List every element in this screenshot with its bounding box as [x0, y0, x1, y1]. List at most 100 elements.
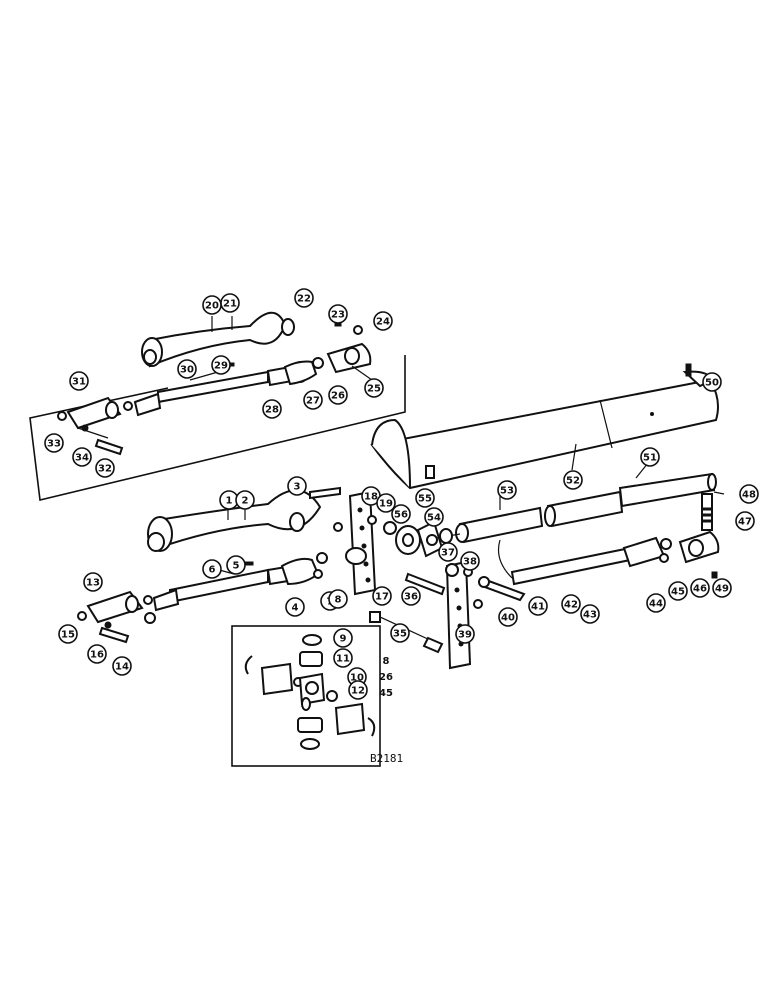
callout-label-12: 12: [351, 686, 365, 697]
callout-label-17: 17: [375, 592, 389, 603]
callout-label-3: 3: [294, 482, 301, 493]
screw-50: [685, 363, 692, 377]
callout-48: 48: [739, 484, 759, 504]
inset-note-26: 26: [379, 672, 393, 683]
callout-label-29: 29: [214, 361, 228, 372]
callout-38: 38: [460, 551, 480, 571]
yoke-44: [622, 536, 672, 568]
tube-51: [544, 472, 717, 528]
callout-44: 44: [646, 593, 666, 613]
callout-label-18: 18: [364, 492, 378, 503]
callout-label-34: 34: [75, 453, 89, 464]
callout-53: 53: [497, 480, 517, 500]
callout-54: 54: [424, 507, 444, 527]
callout-3: 3: [287, 476, 307, 496]
callout-label-26: 26: [331, 391, 345, 402]
callout-label-20: 20: [205, 301, 219, 312]
callout-label-1: 1: [226, 496, 233, 507]
callout-31: 31: [69, 371, 89, 391]
callout-label-2: 2: [242, 496, 249, 507]
figure-reference-code: B2181: [370, 752, 403, 765]
yoke-4: [280, 552, 328, 586]
bolt-48: [701, 493, 713, 531]
callout-9: 9: [333, 628, 353, 648]
callout-6: 6: [202, 559, 222, 579]
callout-label-8: 8: [335, 595, 342, 606]
callout-label-47: 47: [738, 517, 752, 528]
callout-label-52: 52: [566, 476, 580, 487]
callout-label-24: 24: [376, 317, 390, 328]
screw-49: [711, 571, 718, 579]
callout-19: 19: [376, 493, 396, 513]
callout-label-55: 55: [418, 494, 432, 505]
callout-4: 4: [285, 597, 305, 617]
callout-label-21: 21: [223, 299, 237, 310]
callout-label-40: 40: [501, 613, 515, 624]
callout-label-9: 9: [340, 634, 347, 645]
callout-33: 33: [44, 433, 64, 453]
callout-50: 50: [702, 372, 722, 392]
callout-label-56: 56: [394, 510, 408, 521]
callout-label-48: 48: [742, 490, 756, 501]
inset-note-8: 8: [383, 656, 390, 667]
inset-note-45: 45: [379, 688, 393, 699]
callout-24: 24: [373, 311, 393, 331]
callout-36: 36: [401, 586, 421, 606]
callout-label-14: 14: [115, 662, 129, 673]
callout-25: 25: [364, 378, 384, 398]
coupler-46: [678, 530, 720, 564]
callout-12: 12: [348, 680, 368, 700]
callout-45: 45: [668, 581, 688, 601]
callout-5: 5: [226, 555, 246, 575]
callout-label-25: 25: [367, 384, 381, 395]
ujoint-inset-frame: [231, 625, 381, 767]
callout-17: 17: [372, 586, 392, 606]
bracket-17: [345, 490, 377, 596]
callout-label-44: 44: [649, 599, 663, 610]
callout-label-38: 38: [463, 557, 477, 568]
callout-52: 52: [563, 470, 583, 490]
callout-42: 42: [561, 594, 581, 614]
upper-inset-frame: [29, 355, 406, 501]
callout-43: 43: [580, 604, 600, 624]
callout-15: 15: [58, 624, 78, 644]
callout-39: 39: [455, 624, 475, 644]
callout-21: 21: [220, 293, 240, 313]
callout-2: 2: [235, 490, 255, 510]
callout-27: 27: [303, 390, 323, 410]
callout-35: 35: [390, 623, 410, 643]
callout-40: 40: [498, 607, 518, 627]
callout-37: 37: [438, 542, 458, 562]
ujoint-parts: [244, 634, 376, 750]
callout-label-31: 31: [72, 377, 86, 388]
callout-51: 51: [640, 447, 660, 467]
callout-label-13: 13: [86, 578, 100, 589]
callout-label-51: 51: [643, 453, 657, 464]
callout-55: 55: [415, 488, 435, 508]
shaft-42: [497, 539, 631, 586]
callout-20: 20: [202, 295, 222, 315]
upper-left-yoke: [57, 392, 162, 456]
callout-label-11: 11: [336, 654, 350, 665]
callout-26: 26: [328, 385, 348, 405]
bolt-top: [309, 486, 341, 500]
callout-30: 30: [177, 359, 197, 379]
callout-47: 47: [735, 511, 755, 531]
callout-label-27: 27: [306, 396, 320, 407]
callout-label-6: 6: [209, 565, 216, 576]
guard-tube-52: [370, 370, 719, 490]
callout-label-15: 15: [61, 630, 75, 641]
callout-label-53: 53: [500, 486, 514, 497]
washer-top: [333, 522, 343, 532]
pin-36: [404, 572, 446, 596]
tube-53: [435, 506, 544, 544]
callout-label-19: 19: [379, 499, 393, 510]
callout-22: 22: [294, 288, 314, 308]
callout-34: 34: [72, 447, 92, 467]
callout-49: 49: [712, 578, 732, 598]
callout-label-39: 39: [458, 630, 472, 641]
callout-28: 28: [262, 399, 282, 419]
callout-label-43: 43: [583, 610, 597, 621]
